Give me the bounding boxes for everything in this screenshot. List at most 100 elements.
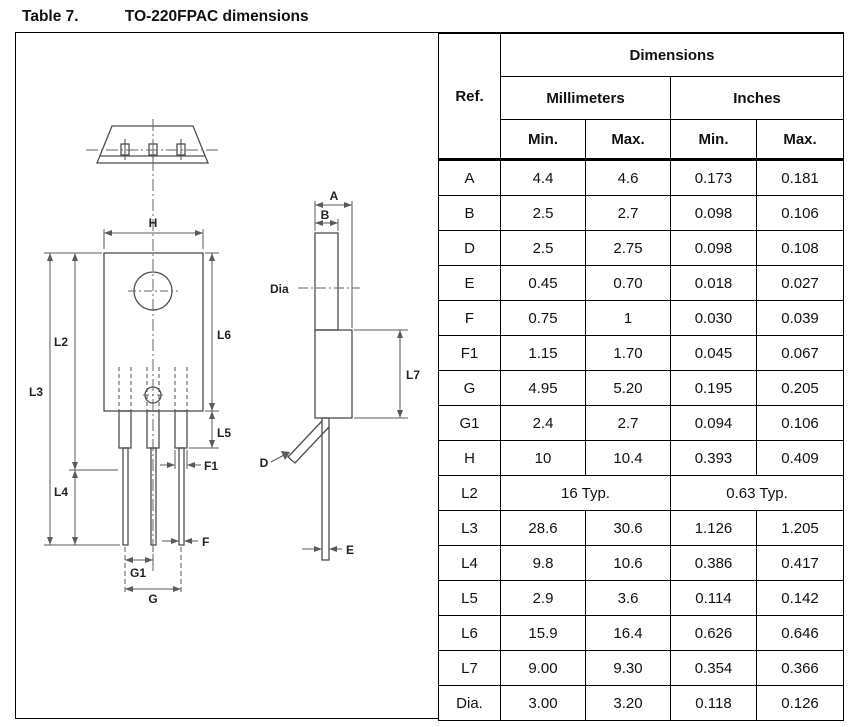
in-max-header: Max. bbox=[755, 119, 845, 160]
dimensions-table: Ref. Dimensions Millimeters Inches Min. … bbox=[438, 33, 845, 721]
in-max-cell: 0.646 bbox=[755, 615, 845, 651]
in-min-cell: 0.393 bbox=[670, 440, 757, 476]
table-row: L6 15.9 16.4 0.626 0.646 bbox=[438, 615, 845, 651]
ref-cell: B bbox=[438, 195, 501, 231]
table-row: L4 9.8 10.6 0.386 0.417 bbox=[438, 545, 845, 581]
package-drawing: H L3 L2 L4 L6 L5 F1 F G1 G A B Dia L7 D … bbox=[29, 119, 420, 606]
in-max-cell: 0.142 bbox=[755, 580, 845, 616]
in-max-cell: 1.205 bbox=[755, 510, 845, 546]
dim-label-l2: L2 bbox=[54, 335, 68, 349]
package-drawing-area: H L3 L2 L4 L6 L5 F1 F G1 G A B Dia L7 D … bbox=[16, 33, 440, 717]
mm-max-cell: 0.70 bbox=[585, 265, 671, 301]
dim-label-h: H bbox=[149, 216, 158, 230]
in-max-cell: 0.126 bbox=[755, 685, 845, 721]
center-lines bbox=[86, 119, 360, 573]
in-max-cell: 0.417 bbox=[755, 545, 845, 581]
table-body: A 4.4 4.6 0.173 0.181 B 2.5 2.7 0.098 0.… bbox=[438, 158, 845, 721]
dim-label-l5: L5 bbox=[217, 426, 231, 440]
dimension-lines bbox=[44, 201, 408, 593]
ref-cell: D bbox=[438, 230, 501, 266]
mm-max-cell: 2.75 bbox=[585, 230, 671, 266]
ref-cell: G1 bbox=[438, 405, 501, 441]
in-min-cell: 0.098 bbox=[670, 195, 757, 231]
dim-label-g1: G1 bbox=[130, 566, 146, 580]
mm-min-cell: 4.4 bbox=[500, 158, 586, 196]
table-row: G1 2.4 2.7 0.094 0.106 bbox=[438, 405, 845, 441]
table-row: G 4.95 5.20 0.195 0.205 bbox=[438, 370, 845, 406]
mm-max-cell: 4.6 bbox=[585, 158, 671, 196]
mm-min-cell: 2.5 bbox=[500, 230, 586, 266]
mm-min-cell: 15.9 bbox=[500, 615, 586, 651]
dim-label-f: F bbox=[202, 535, 209, 549]
table-row: E 0.45 0.70 0.018 0.027 bbox=[438, 265, 845, 301]
dim-label-dia: Dia bbox=[270, 282, 289, 296]
ref-cell: Dia. bbox=[438, 685, 501, 721]
content-box: H L3 L2 L4 L6 L5 F1 F G1 G A B Dia L7 D … bbox=[15, 32, 845, 721]
in-max-cell: 0.108 bbox=[755, 230, 845, 266]
in-min-cell: 0.173 bbox=[670, 158, 757, 196]
dim-label-l6: L6 bbox=[217, 328, 231, 342]
mm-min-cell: 28.6 bbox=[500, 510, 586, 546]
in-max-cell: 0.205 bbox=[755, 370, 845, 406]
in-min-cell: 0.118 bbox=[670, 685, 757, 721]
table-row: L3 28.6 30.6 1.126 1.205 bbox=[438, 510, 845, 546]
dim-label-l3: L3 bbox=[29, 385, 43, 399]
in-max-cell: 0.409 bbox=[755, 440, 845, 476]
mm-min-cell: 3.00 bbox=[500, 685, 586, 721]
table-row: H 10 10.4 0.393 0.409 bbox=[438, 440, 845, 476]
millimeters-header: Millimeters bbox=[500, 76, 671, 120]
mm-max-cell: 1.70 bbox=[585, 335, 671, 371]
in-min-cell: 1.126 bbox=[670, 510, 757, 546]
table-row: F1 1.15 1.70 0.045 0.067 bbox=[438, 335, 845, 371]
ref-cell: L5 bbox=[438, 580, 501, 616]
in-max-cell: 0.067 bbox=[755, 335, 845, 371]
mm-max-cell: 30.6 bbox=[585, 510, 671, 546]
ref-cell: L7 bbox=[438, 650, 501, 686]
ref-cell: L3 bbox=[438, 510, 501, 546]
mm-min-cell: 0.45 bbox=[500, 265, 586, 301]
in-min-cell: 0.354 bbox=[670, 650, 757, 686]
table-row: Dia. 3.00 3.20 0.118 0.126 bbox=[438, 685, 845, 721]
table-header: Ref. Dimensions Millimeters Inches Min. … bbox=[438, 33, 845, 160]
header-row: Millimeters Inches bbox=[439, 76, 845, 120]
mm-max-cell: 5.20 bbox=[585, 370, 671, 406]
dim-label-d: D bbox=[260, 456, 269, 470]
mm-max-cell: 10.6 bbox=[585, 545, 671, 581]
table-row: L7 9.00 9.30 0.354 0.366 bbox=[438, 650, 845, 686]
in-max-cell: 0.106 bbox=[755, 405, 845, 441]
dim-label-l4: L4 bbox=[54, 485, 68, 499]
mm-min-cell: 0.75 bbox=[500, 300, 586, 336]
table-caption: Table 7. TO-220FPAC dimensions bbox=[22, 8, 309, 26]
ref-cell: F1 bbox=[438, 335, 501, 371]
table-row: A 4.4 4.6 0.173 0.181 bbox=[438, 158, 845, 196]
mm-max-header: Max. bbox=[585, 119, 671, 160]
mm-min-cell: 10 bbox=[500, 440, 586, 476]
mm-typ-cell: 16 Typ. bbox=[500, 475, 671, 511]
mm-max-cell: 16.4 bbox=[585, 615, 671, 651]
mm-min-cell: 9.00 bbox=[500, 650, 586, 686]
mm-max-cell: 2.7 bbox=[585, 405, 671, 441]
in-max-cell: 0.039 bbox=[755, 300, 845, 336]
dim-label-a: A bbox=[330, 189, 339, 203]
ref-cell: L2 bbox=[438, 475, 501, 511]
mm-min-cell: 4.95 bbox=[500, 370, 586, 406]
mm-min-cell: 2.9 bbox=[500, 580, 586, 616]
in-min-cell: 0.098 bbox=[670, 230, 757, 266]
dim-label-l7: L7 bbox=[406, 368, 420, 382]
in-max-cell: 0.106 bbox=[755, 195, 845, 231]
table-row: F 0.75 1 0.030 0.039 bbox=[438, 300, 845, 336]
mm-min-cell: 9.8 bbox=[500, 545, 586, 581]
table-row: L2 16 Typ. 0.63 Typ. bbox=[438, 475, 845, 511]
in-min-cell: 0.094 bbox=[670, 405, 757, 441]
ref-cell: L4 bbox=[438, 545, 501, 581]
mm-max-cell: 10.4 bbox=[585, 440, 671, 476]
ref-cell: A bbox=[438, 158, 501, 196]
in-typ-cell: 0.63 Typ. bbox=[669, 475, 845, 511]
dim-label-b: B bbox=[321, 208, 330, 222]
header-row: Ref. Dimensions bbox=[438, 33, 845, 160]
in-min-cell: 0.195 bbox=[670, 370, 757, 406]
side-view bbox=[287, 232, 353, 561]
table-row: D 2.5 2.75 0.098 0.108 bbox=[438, 230, 845, 266]
dimensions-header: Dimensions bbox=[499, 33, 845, 77]
